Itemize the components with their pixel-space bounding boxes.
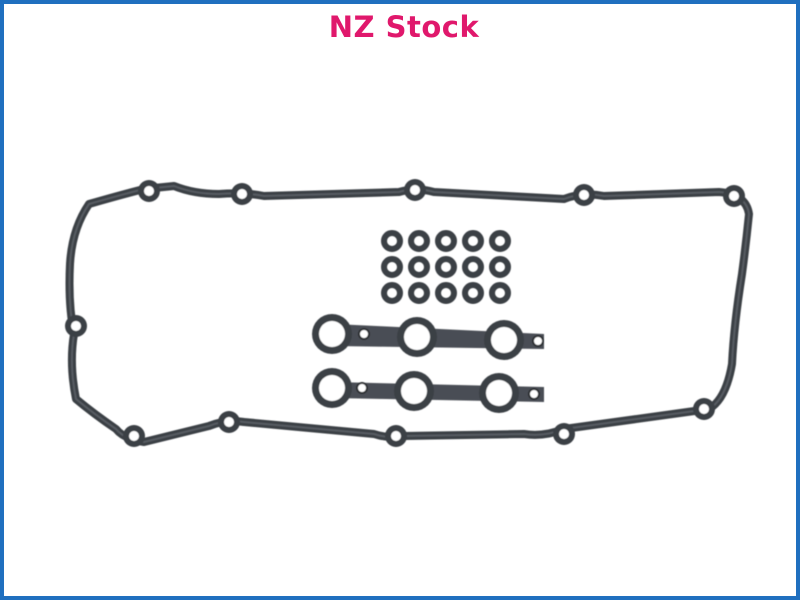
spark-plug-gasket-lower xyxy=(312,368,544,413)
spark-plug-gasket-upper xyxy=(312,314,544,360)
stock-banner-title: NZ Stock xyxy=(328,10,480,44)
valve-cover-gasket xyxy=(65,179,753,447)
seal-rings xyxy=(381,230,511,304)
gasket-kit-photo xyxy=(65,179,753,447)
